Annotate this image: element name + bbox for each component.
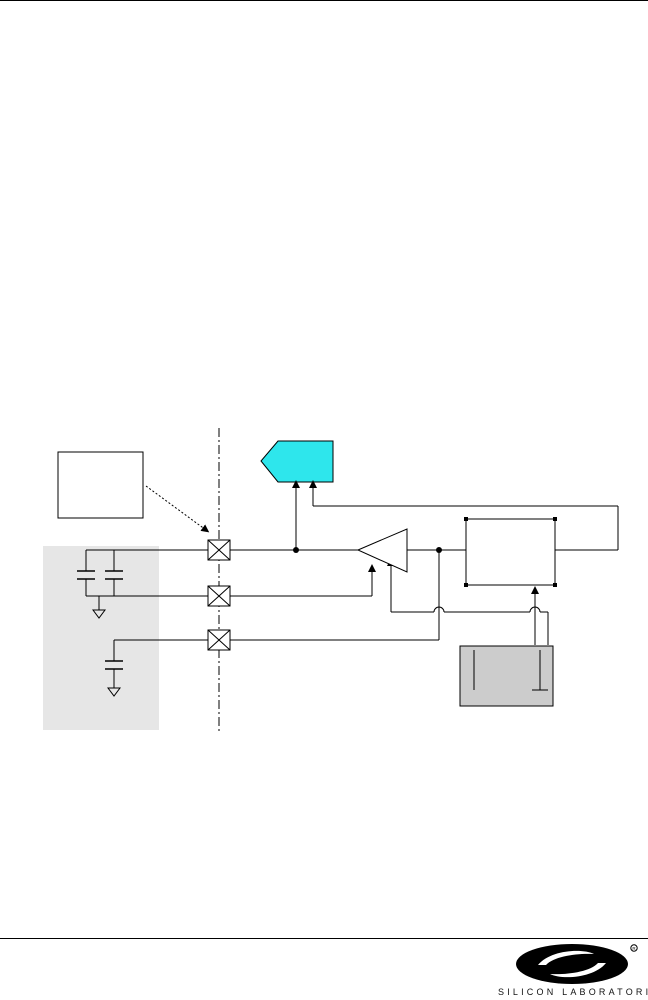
external-wiring — [85, 549, 208, 688]
logic-block — [465, 518, 556, 586]
reference-block-lines — [473, 650, 548, 691]
external-box — [57, 451, 144, 519]
junction-dot — [293, 547, 299, 553]
svg-text:R: R — [632, 946, 636, 951]
logo-wordmark: SILICON LABORATORIES — [498, 987, 648, 997]
header-rule — [0, 0, 648, 1]
comparator-triangle-icon — [356, 528, 408, 573]
capacitor-icon — [77, 570, 95, 580]
capacitor-icon — [105, 570, 123, 580]
internal-wiring — [230, 480, 619, 645]
junction-dot — [436, 547, 442, 553]
logo-icon: R — [516, 944, 638, 984]
pin-3-cross-icon — [207, 629, 231, 651]
footer-rule — [0, 938, 648, 939]
pin-1-cross-icon — [207, 539, 231, 561]
adc-arrow-block-icon — [260, 440, 334, 483]
logic-block-corners — [464, 517, 557, 587]
external-components-panel — [43, 546, 159, 730]
reference-block — [459, 645, 554, 707]
capacitor-icon — [105, 660, 123, 670]
ground-icon — [107, 687, 121, 697]
dotted-pointer-arrow — [145, 485, 210, 533]
pin-2-cross-icon — [207, 585, 231, 607]
ground-icon — [92, 609, 106, 619]
